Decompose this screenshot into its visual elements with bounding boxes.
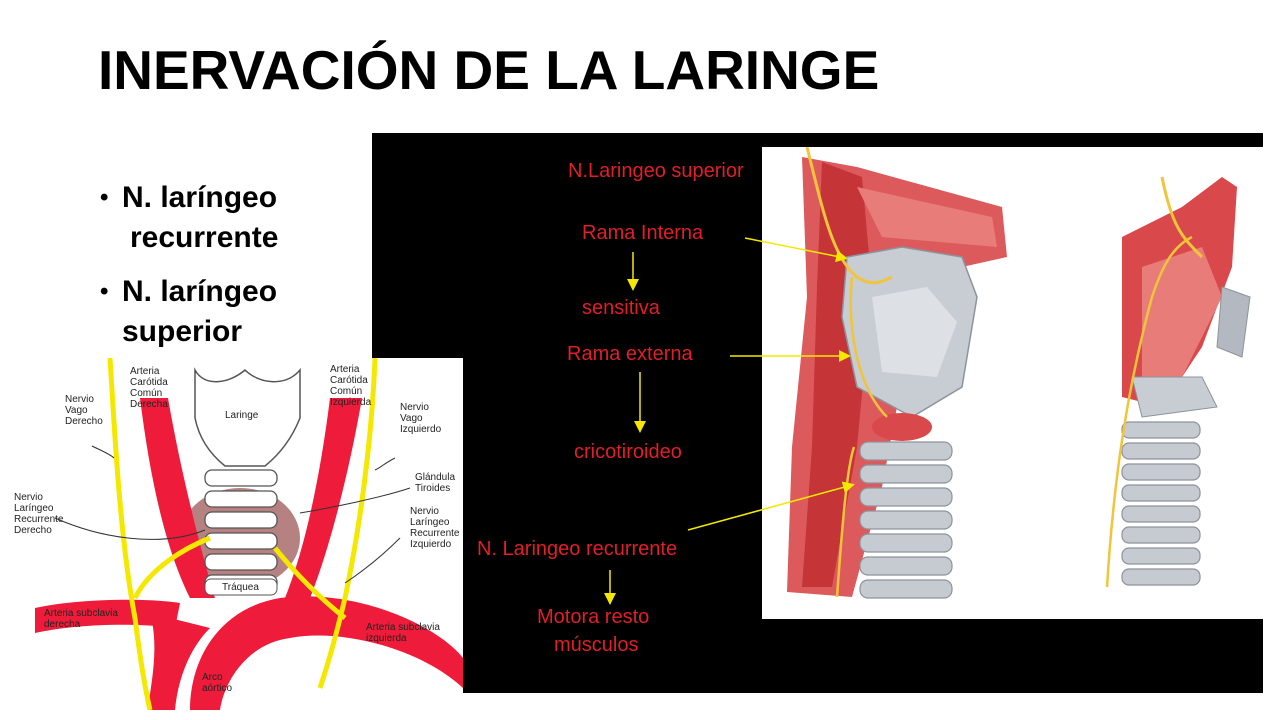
bullet-dot: • [100,278,109,305]
bullet-dot: • [100,184,109,211]
label-sensitive: sensitiva [582,297,660,319]
label-motor-2: músculos [554,634,639,656]
slide-title: INERVACIÓN DE LA LARINGE [98,39,880,101]
bullet-list: • N. laríngeo recurrente • N. laríngeo s… [98,178,278,366]
bullet-recurrent: • N. laríngeo recurrente [98,178,278,258]
bullet-text: N. laríngeo [122,181,278,214]
label-recurrent-nerve: N. Laringeo recurrente [477,538,678,560]
label-motor-1: Motora resto [537,606,650,628]
label-superior-nerve: N.Laringeo superior [568,160,744,182]
bullet-superior: • N. laríngeo superior [98,272,278,352]
bullet-text: superior [122,315,243,348]
bullet-text: recurrente [130,221,279,254]
label-external-branch: Rama externa [567,343,693,365]
bullet-text: N. laríngeo [122,275,278,308]
label-internal-branch: Rama Interna [582,222,704,244]
svg-text:Laringe: Laringe [225,410,259,421]
svg-text:Tráquea: Tráquea [222,582,259,593]
label-cricothyroid: cricotiroideo [574,441,682,463]
